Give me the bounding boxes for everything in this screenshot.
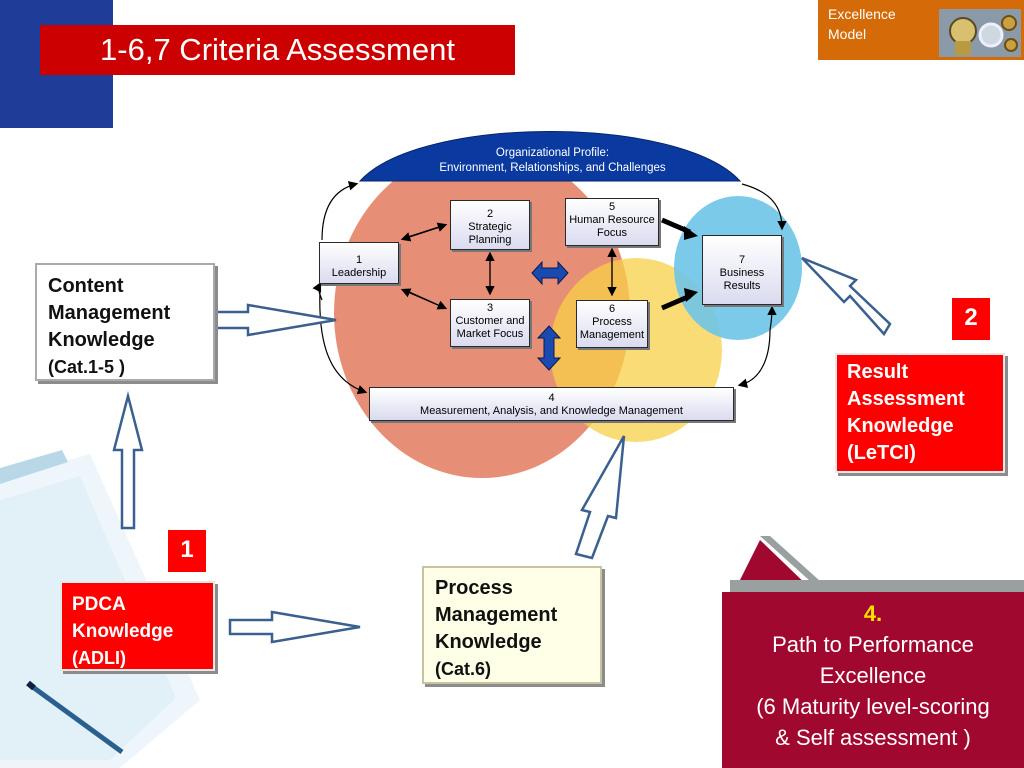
double-arrow-horizontal bbox=[531, 260, 569, 286]
path-line-4: & Self assessment ) bbox=[775, 725, 971, 750]
process-card-line-2: Management bbox=[435, 604, 558, 626]
results-line-1: Business bbox=[719, 267, 765, 279]
content-line-3: Knowledge bbox=[48, 329, 155, 351]
badge-one: 1 bbox=[168, 530, 206, 572]
process-card-line-3: Knowledge bbox=[435, 631, 542, 653]
content-management-card: Content Management Knowledge (Cat.1-5 ) bbox=[35, 263, 215, 381]
arrow-content-to-diagram bbox=[204, 303, 337, 337]
result-assessment-card: Result Assessment Knowledge (LeTCI) bbox=[835, 353, 1005, 473]
measurement-num: 4 bbox=[548, 392, 555, 404]
profile-label: Organizational Profile: Environment, Rel… bbox=[380, 146, 725, 176]
customer-line-1: Customer and bbox=[455, 315, 525, 327]
strategic-line-1: Strategic bbox=[468, 221, 512, 233]
result-sub: (LeTCI) bbox=[847, 442, 916, 464]
excellence-line-1: Excellence bbox=[828, 6, 896, 22]
slide-title: 1-6,7 Criteria Assessment bbox=[40, 25, 515, 75]
hr-line-1: Human Resource bbox=[569, 214, 655, 226]
double-arrow-vertical bbox=[536, 325, 562, 371]
strategic-line-2: Planning bbox=[468, 234, 512, 246]
content-line-1: Content bbox=[48, 275, 124, 297]
customer-num: 3 bbox=[486, 302, 494, 314]
hr-num: 5 bbox=[608, 201, 616, 213]
excellence-model-label: Excellence Model bbox=[828, 4, 938, 44]
badge-two: 2 bbox=[952, 298, 990, 340]
profile-line-2: Environment, Relationships, and Challeng… bbox=[439, 162, 666, 174]
profile-line-1: Organizational Profile: bbox=[495, 147, 610, 159]
process-card-sub: (Cat.6) bbox=[435, 659, 492, 679]
path-banner-pointer bbox=[735, 540, 812, 590]
pdca-sub: (ADLI) bbox=[72, 648, 126, 668]
content-line-2: Management bbox=[48, 302, 171, 324]
box-customer-market: 3 Customer and Market Focus bbox=[450, 299, 530, 347]
process-card-line-1: Process bbox=[435, 577, 513, 599]
leadership-label: Leadership bbox=[331, 267, 387, 279]
arrow-result-to-results bbox=[801, 256, 892, 337]
process-management-card: Process Management Knowledge (Cat.6) bbox=[422, 566, 602, 684]
process-line-2: Management bbox=[579, 329, 645, 341]
box-strategic-planning: 2 Strategic Planning bbox=[450, 200, 530, 250]
path-line-2: Excellence bbox=[819, 663, 927, 688]
content-sub: (Cat.1-5 ) bbox=[48, 357, 126, 377]
hr-line-2: Focus bbox=[597, 227, 627, 239]
results-line-2: Results bbox=[723, 280, 761, 292]
result-line-1: Result bbox=[847, 361, 909, 383]
pdca-card: PDCA Knowledge (ADLI) bbox=[60, 581, 215, 671]
arrow-profile-leadership bbox=[321, 181, 359, 241]
arrow-pdca-to-content bbox=[112, 391, 144, 530]
customer-line-2: Market Focus bbox=[456, 328, 524, 340]
box-human-resource: 5 Human Resource Focus bbox=[565, 198, 659, 246]
organizational-profile-arc bbox=[358, 131, 742, 182]
pdca-line-2: Knowledge bbox=[72, 621, 174, 642]
measurement-label: Measurement, Analysis, and Knowledge Man… bbox=[420, 405, 683, 417]
results-num: 7 bbox=[738, 254, 746, 266]
box-process-mgmt: 6 Process Management bbox=[576, 300, 648, 348]
process-line-1: Process bbox=[592, 316, 632, 328]
leadership-num: 1 bbox=[355, 254, 363, 266]
box-leadership: 1 Leadership bbox=[319, 242, 399, 284]
result-line-3: Knowledge bbox=[847, 415, 954, 437]
path-to-excellence-box: 4. Path to Performance Excellence (6 Mat… bbox=[722, 592, 1024, 768]
excellence-line-2: Model bbox=[828, 26, 867, 42]
arrow-leadership-measurement bbox=[319, 289, 368, 395]
path-number: 4. bbox=[863, 601, 883, 626]
arrow-process-to-measurement bbox=[574, 435, 626, 560]
pdca-line-1: PDCA bbox=[72, 594, 126, 615]
strategic-num: 2 bbox=[486, 208, 494, 220]
process-num: 6 bbox=[608, 303, 616, 315]
excellence-model-image bbox=[939, 9, 1021, 57]
arrow-pdca-to-process bbox=[228, 610, 361, 644]
path-line-1: Path to Performance bbox=[772, 632, 974, 657]
box-business-results: 7 Business Results bbox=[702, 235, 782, 305]
arrow-results-measurement bbox=[737, 329, 771, 388]
path-line-3: (6 Maturity level-scoring bbox=[756, 694, 990, 719]
result-line-2: Assessment bbox=[847, 388, 965, 410]
box-measurement: 4 Measurement, Analysis, and Knowledge M… bbox=[369, 387, 734, 421]
arrow-profile-results bbox=[741, 183, 787, 231]
